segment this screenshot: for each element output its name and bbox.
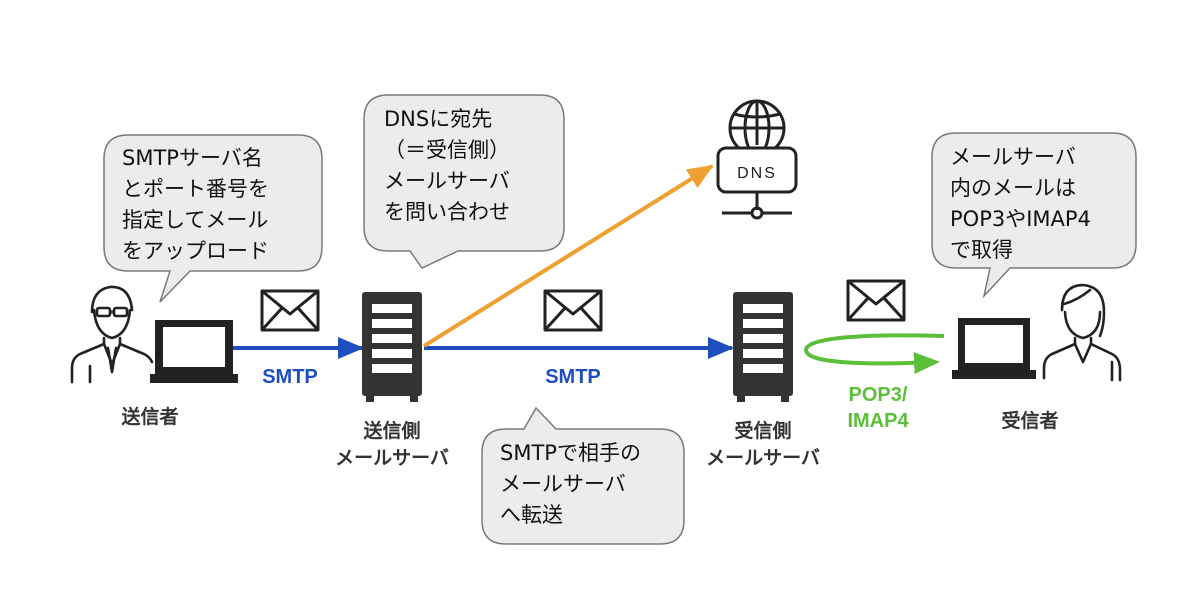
- pop-imap-arrow: [803, 333, 945, 374]
- transfer-note-line: メールサーバ: [500, 472, 626, 496]
- receiver-note-line: POP3やIMAP4: [950, 207, 1091, 231]
- pop-imap-label-line: IMAP4: [847, 410, 909, 432]
- sender-note-line: SMTPサーバ名: [122, 146, 263, 170]
- sender-note-line: をアップロード: [122, 239, 269, 263]
- receiver-laptop-icon: [952, 318, 1036, 379]
- receiving-server-label: 受信側 メールサーバ: [683, 418, 843, 472]
- receiving-server-label-line: メールサーバ: [706, 447, 820, 469]
- sender-laptop-icon: [150, 320, 238, 383]
- bubble-sender: [103, 134, 323, 303]
- receiving-server-label-line: 受信側: [734, 420, 792, 442]
- sender-person-icon: [70, 285, 154, 384]
- dns-query-note: DNSに宛先 （＝受信側） メールサーバ を問い合わせ: [384, 104, 510, 228]
- bubble-dns-query: [363, 94, 565, 269]
- receiver-note-line: で取得: [950, 238, 1013, 262]
- sending-server-label-line: 送信側: [363, 420, 421, 442]
- dns-query-arrow: [422, 164, 714, 348]
- pop-imap-label-line: POP3/: [848, 384, 908, 406]
- transfer-note-line: へ転送: [500, 503, 563, 527]
- sender-note: SMTPサーバ名 とポート番号を 指定してメール をアップロード: [122, 143, 269, 267]
- sending-server-icon: [362, 292, 422, 402]
- dns-query-note-line: （＝受信側）: [384, 138, 510, 162]
- sender-note-line: とポート番号を: [122, 177, 269, 201]
- receiver-note-line: 内のメールは: [950, 176, 1076, 200]
- dns-icon-label: DNS: [737, 165, 777, 182]
- transfer-note: SMTPで相手の メールサーバ へ転送: [500, 438, 641, 531]
- sender-label: 送信者: [121, 406, 179, 428]
- sending-server-label-line: メールサーバ: [335, 447, 449, 469]
- smtp-transfer-label: SMTP: [545, 366, 601, 388]
- receiver-label: 受信者: [1001, 410, 1059, 432]
- sender-note-line: 指定してメール: [122, 208, 269, 232]
- dns-query-note-line: を問い合わせ: [384, 200, 510, 224]
- receiving-server-icon: [733, 292, 793, 402]
- dns-query-note-line: DNSに宛先: [384, 107, 493, 131]
- envelope-icon: [846, 279, 906, 322]
- receiver-note: メールサーバ 内のメールは POP3やIMAP4 で取得: [950, 142, 1091, 266]
- envelope-icon: [260, 289, 320, 332]
- bubble-transfer: [481, 406, 685, 545]
- receiver-person-icon: [1042, 283, 1122, 382]
- dns-query-note-line: メールサーバ: [384, 169, 510, 193]
- receiver-note-line: メールサーバ: [950, 145, 1076, 169]
- sending-server-label: 送信側 メールサーバ: [312, 418, 472, 472]
- pop-imap-label: POP3/ IMAP4: [826, 382, 930, 434]
- envelope-icon: [543, 289, 603, 332]
- smtp-upload-label: SMTP: [262, 366, 318, 388]
- dns-server-icon: [716, 99, 798, 220]
- transfer-note-line: SMTPで相手の: [500, 441, 641, 465]
- bubble-receiver: [931, 132, 1137, 299]
